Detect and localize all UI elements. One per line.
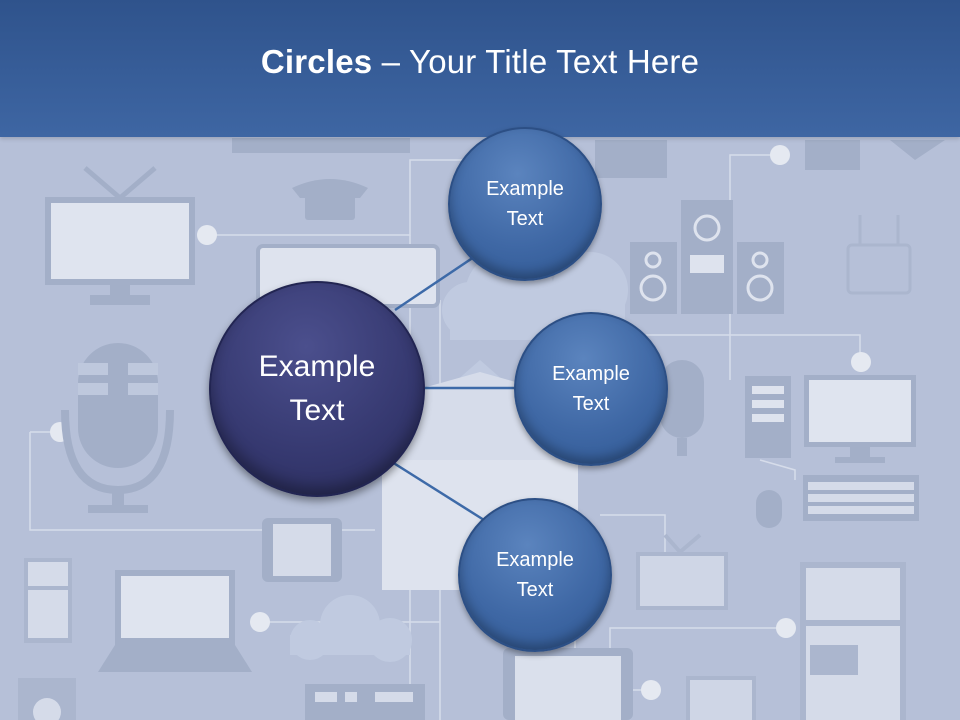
washer-icon — [18, 678, 76, 720]
center-circle-label: Example Text — [258, 350, 376, 427]
dvd-player-icon — [305, 684, 425, 720]
tv-icon — [45, 166, 195, 305]
laptop-icon — [98, 570, 252, 672]
mouse-icon — [756, 490, 782, 528]
satellite-circle-middle-label: Example Text — [552, 363, 630, 415]
title-bold: Circles — [260, 42, 373, 80]
tablet-icon — [262, 518, 342, 582]
satellite-circle-bottom-label: Example Text — [496, 549, 574, 601]
satellite-circle-top-label: Example Text — [486, 178, 564, 230]
slide-title: Circles – Your Title Text Here — [261, 43, 699, 81]
speakers-icon — [630, 200, 784, 314]
phone-icon — [292, 179, 368, 220]
router-icon — [846, 215, 912, 295]
monitor-icon — [804, 375, 916, 463]
satellite-circle-middle[interactable]: Example Text — [514, 312, 668, 466]
title-bar: Circles – Your Title Text Here — [0, 0, 960, 137]
center-circle[interactable]: Example Text — [209, 281, 425, 497]
satellite-circle-bottom[interactable]: Example Text — [458, 498, 612, 652]
fridge-icon — [24, 558, 72, 643]
satellite-circle-top[interactable]: Example Text — [448, 127, 602, 281]
title-rest: – Your Title Text Here — [372, 42, 700, 80]
